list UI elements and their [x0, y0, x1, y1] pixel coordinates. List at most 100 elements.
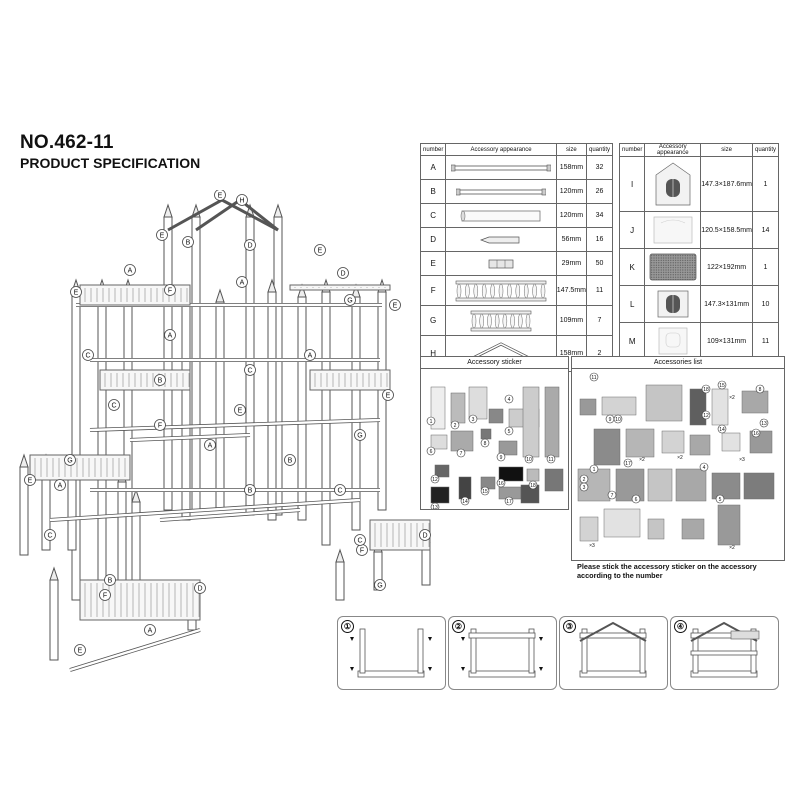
diagram-balustrade [309, 369, 391, 391]
part-callout-letter: A [128, 267, 133, 274]
part-callout-letter: C [337, 487, 342, 494]
part-g-fence-image [445, 305, 557, 336]
sticker-item [526, 468, 540, 482]
step-base-frame [690, 670, 758, 678]
accessory-item [661, 430, 685, 454]
diagram-post [71, 291, 81, 601]
part-callout-circle [74, 644, 86, 656]
part-callout-letter: E [160, 232, 165, 239]
diagram-post [335, 561, 345, 601]
part-callout-letter: E [78, 647, 83, 654]
step-arrow [350, 667, 354, 671]
diagram-post [191, 216, 201, 511]
assembly-step-4: ④ [670, 616, 779, 690]
step-top-frame [468, 632, 536, 639]
part-callout-circle [236, 194, 248, 206]
table-row: K 122×192mm 1 [618, 248, 780, 286]
diagram-beam-inner [89, 418, 381, 432]
part-callout-letter: A [168, 332, 173, 339]
part-callout-circle [244, 364, 256, 376]
diagram-post [181, 301, 191, 521]
accessory-item [625, 428, 655, 458]
part-size: 109×131mm [700, 322, 753, 360]
accessory-number: 13 [761, 421, 767, 427]
part-size: 56mm [555, 227, 587, 252]
accessory-number-circle [623, 458, 633, 468]
part-callout-letter: D [340, 270, 345, 277]
accessory-multiplier: ×2 [639, 457, 645, 463]
part-letter: D [419, 227, 447, 252]
part-size: 29mm [555, 251, 587, 276]
diagram-roof [167, 198, 279, 232]
part-callout-letter: B [158, 377, 163, 384]
sticker-number: 17 [506, 499, 512, 505]
accessory-number: 3 [583, 485, 586, 491]
part-callout-letter: G [347, 297, 352, 304]
sticker-item [458, 476, 472, 500]
part-callout-circle [54, 479, 66, 491]
diagram-post-spike [215, 288, 225, 303]
part-letter: F [419, 275, 447, 306]
part-callout-circle [236, 276, 248, 288]
diagram-post [267, 291, 277, 521]
parts-table-right: number Accessory appearance size quantit… [618, 143, 780, 360]
part-callout-circle [244, 484, 256, 496]
accessories-panel-title: Accessories list [572, 357, 784, 369]
accessory-number: 12 [703, 413, 709, 419]
column-appearance: Accessory appearance [445, 143, 557, 156]
document-title: NO.462-11 [20, 132, 114, 153]
sticker-number-circle [426, 416, 436, 426]
sticker-item [430, 386, 446, 430]
sticker-number: 5 [508, 429, 511, 435]
step-1-illustration [350, 628, 432, 678]
assembly-step-3: ③ [559, 616, 668, 690]
accessory-item [711, 472, 741, 500]
part-k-grid-panel-image [644, 248, 702, 286]
part-l-wall-panel-image [644, 285, 702, 323]
part-quantity: 7 [585, 305, 614, 336]
part-letter: A [419, 155, 447, 180]
part-callout-circle [389, 299, 401, 311]
accessory-number: 11 [591, 375, 596, 381]
table-row: I 147.3×187.6mm 1 [618, 156, 780, 212]
part-letter: G [419, 305, 447, 336]
sticker-number-circle [456, 448, 466, 458]
step-base-frame [468, 670, 536, 678]
part-letter: C [419, 203, 447, 228]
accessory-item [711, 388, 729, 426]
step-post [581, 628, 588, 674]
diagram-beam-inner [159, 508, 301, 522]
accessory-number-circle [759, 418, 769, 428]
part-callout-letter: A [308, 352, 313, 359]
part-callout-circle [144, 624, 156, 636]
part-callout-circle [164, 284, 176, 296]
part-callout-circle [64, 454, 76, 466]
sticker-number: 18 [530, 483, 536, 489]
part-callout-letter: E [318, 247, 323, 254]
part-callout-letter: C [111, 402, 116, 409]
accessory-multiplier: ×2 [729, 395, 735, 401]
part-callout-letter: G [377, 582, 382, 589]
diagram-post [97, 291, 107, 591]
accessory-number-circle [715, 494, 725, 504]
step-top-frame [579, 632, 647, 639]
accessory-number: 17 [625, 461, 631, 467]
part-quantity: 11 [751, 322, 780, 360]
part-letter: I [618, 156, 646, 212]
part-letter: J [618, 211, 646, 249]
sticker-number: 2 [454, 423, 457, 429]
accessory-multiplier: ×3 [739, 457, 745, 463]
step-post [417, 628, 424, 674]
sticker-item [480, 428, 492, 440]
part-callout-circle [154, 374, 166, 386]
step-arrow [461, 667, 465, 671]
part-callout-circle [124, 264, 136, 276]
part-callout-circle [304, 349, 316, 361]
sticker-instruction-note: Please stick the accessory sticker on th… [577, 562, 757, 580]
sticker-number-circle [450, 420, 460, 430]
accessory-item [603, 508, 641, 538]
part-d-spike-image [445, 227, 557, 252]
accessory-number-circle [631, 494, 641, 504]
part-size: 109mm [555, 305, 587, 336]
